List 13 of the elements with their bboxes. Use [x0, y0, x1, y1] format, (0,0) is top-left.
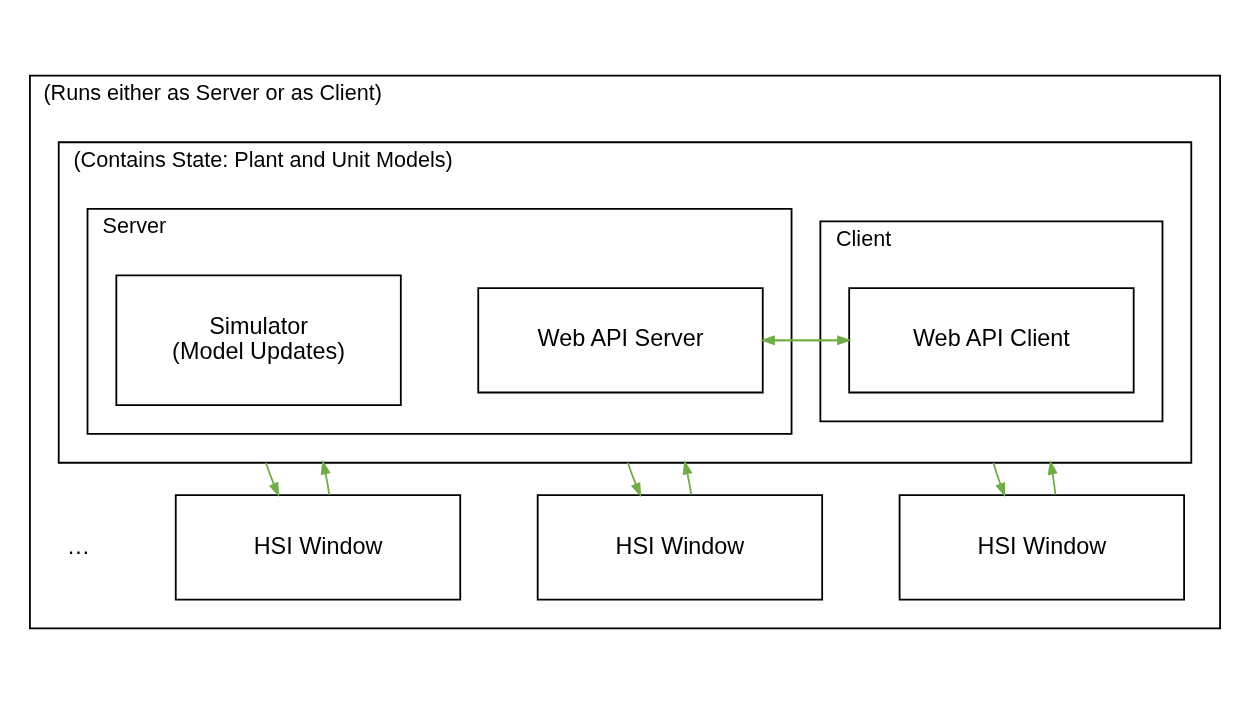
- arrow: [682, 460, 693, 496]
- node-box: Web API Client: [848, 287, 1135, 394]
- arrow: [265, 461, 280, 498]
- label: …: [66, 532, 91, 559]
- arrow: [992, 461, 1006, 498]
- node-box: HSI Window: [898, 494, 1185, 601]
- node-box: HSI Window: [174, 494, 462, 601]
- arrow: [1047, 460, 1058, 496]
- arrow: [320, 460, 331, 496]
- node-box: Simulator (Model Updates): [115, 274, 402, 406]
- arrow: [626, 461, 642, 498]
- node-box: HSI Window: [536, 494, 824, 601]
- node-box: Web API Server: [477, 287, 764, 394]
